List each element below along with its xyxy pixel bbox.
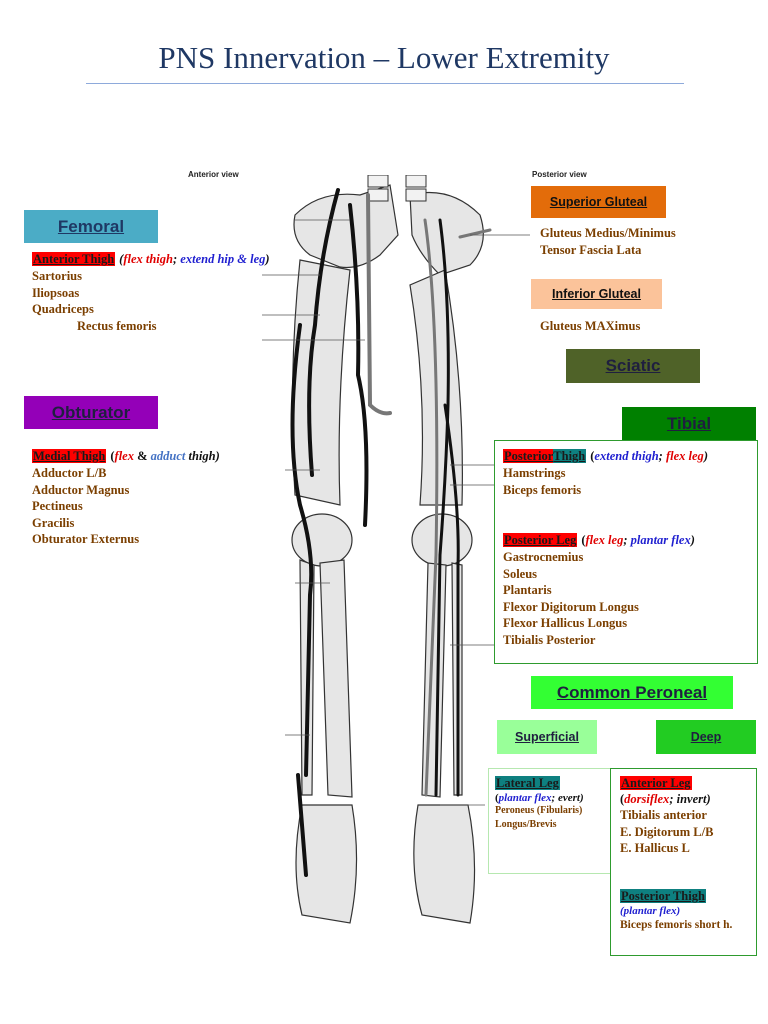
posterior-thigh-region-deep: Posterior Thigh xyxy=(620,889,706,903)
tibial-leg-muscle: Tibialis Posterior xyxy=(503,632,596,647)
femoral-muscle: Quadriceps xyxy=(32,302,94,316)
femoral-nerve-label: Femoral xyxy=(24,210,158,243)
leg-anatomy-illustration xyxy=(262,175,530,924)
deep-muscle-2: Biceps femoris short h. xyxy=(620,919,733,931)
deep-muscle: E. Hallicus L xyxy=(620,841,690,855)
superior-gluteal-muscle: Gluteus Medius/Minimus xyxy=(540,226,676,240)
tibial-thigh-muscle: Hamstrings xyxy=(503,466,566,480)
deep-muscle: E. Digitorum L/B xyxy=(620,824,714,839)
anterior-leg-region: Anterior Leg xyxy=(620,776,692,790)
posterior-thigh-region-a: Posterior xyxy=(503,449,554,463)
title-divider xyxy=(86,83,684,84)
obturator-muscle: Pectineus xyxy=(32,499,83,513)
medial-thigh-region: Medial Thigh xyxy=(32,449,107,463)
superficial-muscle: Longus/Brevis xyxy=(495,819,557,830)
posterior-view-label: Posterior view xyxy=(532,170,587,179)
common-peroneal-nerve-label: Common Peroneal xyxy=(531,676,733,709)
deep-action-plantar-flex: (plantar flex) xyxy=(620,905,681,917)
tibial-leg-muscle: Soleus xyxy=(503,566,538,581)
inferior-gluteal-nerve-label: Inferior Gluteal xyxy=(531,279,662,309)
anterior-view-label: Anterior view xyxy=(188,170,239,179)
posterior-thigh-region-b: Thigh xyxy=(553,449,587,463)
inferior-gluteal-muscles: Gluteus MAXimus xyxy=(540,318,640,335)
femoral-muscle: Iliopsoas xyxy=(32,285,80,300)
tibial-leg-muscle: Flexor Digitorum Longus xyxy=(503,599,639,614)
anterior-thigh-region: Anterior Thigh xyxy=(32,252,116,266)
femoral-sub-muscle: Rectus femoris xyxy=(77,318,157,333)
inferior-gluteal-muscle: Gluteus MAXimus xyxy=(540,319,641,333)
tibial-panel: PosteriorThigh (extend thigh; flex leg) … xyxy=(494,440,758,664)
obturator-nerve-label: Obturator xyxy=(24,396,158,429)
superficial-branch-label: Superficial xyxy=(497,720,597,754)
obturator-muscle: Adductor Magnus xyxy=(32,482,130,497)
superficial-panel: Lateral Leg (plantar flex; evert) Perone… xyxy=(488,768,612,874)
superior-gluteal-nerve-label: Superior Gluteal xyxy=(531,186,666,218)
tibial-thigh-muscle: Biceps femoris xyxy=(503,482,582,497)
lateral-leg-region: Lateral Leg xyxy=(495,776,560,790)
superior-gluteal-muscle: Tensor Fascia Lata xyxy=(540,242,642,257)
tibial-leg-muscle: Flexor Hallicus Longus xyxy=(503,616,628,630)
obturator-muscle: Adductor L/B xyxy=(32,466,107,480)
tibial-leg-muscle: Plantaris xyxy=(503,583,552,597)
femoral-action-flex: flex thigh xyxy=(123,252,173,266)
femoral-muscle: Sartorius xyxy=(32,269,82,283)
femoral-section: Anterior Thigh (flex thigh; extend hip &… xyxy=(32,252,270,333)
femoral-action-extend: extend hip & leg xyxy=(180,252,266,266)
obturator-section: Medial Thigh (flex & adduct thigh) Adduc… xyxy=(32,449,220,546)
obturator-muscle: Obturator Externus xyxy=(32,532,140,546)
deep-branch-label: Deep xyxy=(656,720,756,754)
deep-panel: Anterior Leg (dorsiflex; invert) Tibiali… xyxy=(610,768,757,956)
page-title: PNS Innervation – Lower Extremity xyxy=(158,40,610,75)
tibial-nerve-label: Tibial xyxy=(622,407,756,440)
obturator-muscle: Gracilis xyxy=(32,515,75,530)
superior-gluteal-muscles: Gluteus Medius/Minimus Tensor Fascia Lat… xyxy=(540,225,676,258)
sciatic-nerve-label: Sciatic xyxy=(566,349,700,383)
posterior-leg-region: Posterior Leg xyxy=(503,533,578,547)
superficial-muscle: Peroneus (Fibularis) xyxy=(495,805,583,816)
tibial-leg-muscle: Gastrocnemius xyxy=(503,550,584,564)
deep-muscle: Tibialis anterior xyxy=(620,808,707,822)
